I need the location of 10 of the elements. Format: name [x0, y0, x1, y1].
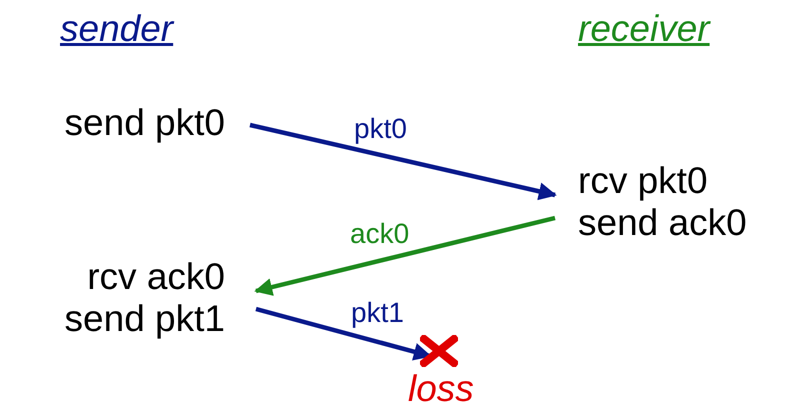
lane-heading: receiver [578, 8, 710, 50]
arrow [254, 216, 556, 296]
event-text: rcv pkt0 send ack0 [578, 160, 768, 244]
arrow [250, 122, 557, 200]
loss-caption: loss [408, 369, 474, 409]
event-text: send pkt0 [10, 102, 225, 144]
loss-cross-icon [420, 335, 458, 367]
arrow [255, 306, 432, 360]
event-text: rcv ack0 send pkt1 [10, 256, 225, 340]
lane-heading: sender [60, 8, 174, 50]
